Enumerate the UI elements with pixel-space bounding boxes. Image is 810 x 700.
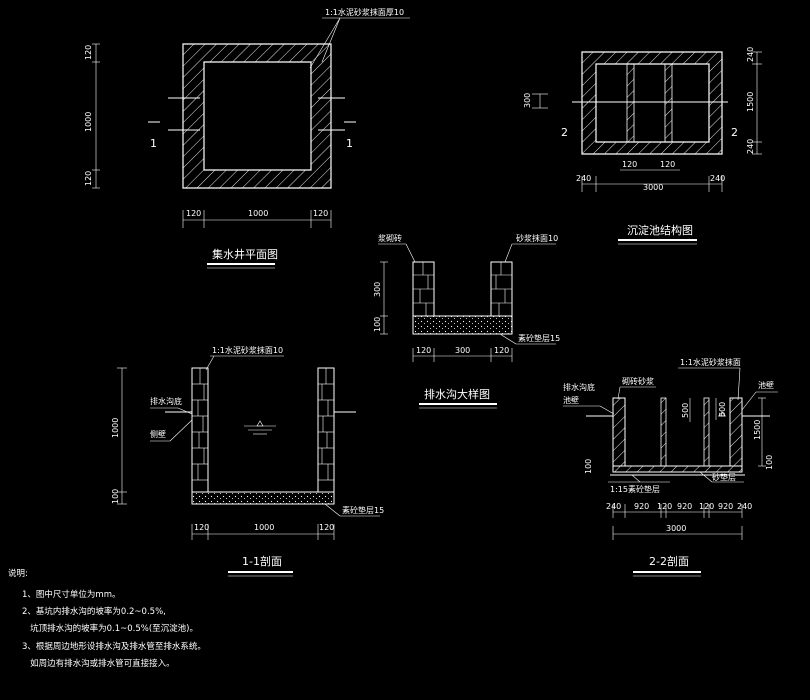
drain-dim-bottom-left: 120 bbox=[416, 346, 431, 355]
drain-detail-title: 排水沟大样图 bbox=[424, 387, 490, 401]
notes-heading: 说明: bbox=[8, 568, 28, 579]
section-2-dim-bottom-3: 120 bbox=[657, 502, 672, 511]
drain-detail-view: 浆砌砖 砂浆抹面10 素砼垫层15 300 100 120 300 120 排水… bbox=[373, 233, 560, 409]
settling-tank-wall bbox=[581, 51, 723, 155]
section-2-label-top-right: 1:1水泥砂浆抹面 bbox=[680, 357, 741, 367]
note-item-2: 2、基坑内排水沟的坡率为0.2~0.5%, bbox=[22, 606, 166, 617]
section-1-dim-left-top: 1000 bbox=[111, 418, 120, 438]
settling-tank-section-mark-right: 2 bbox=[731, 126, 738, 139]
note-item-4: 3、根据周边地形设排水沟及排水管至排水系统。 bbox=[22, 641, 206, 652]
drain-dim-left-bottom: 100 bbox=[373, 317, 382, 332]
section-2-dim-total: 3000 bbox=[666, 524, 686, 533]
section-1-view: 1:1水泥砂浆抹面10 排水沟底 侧壁 素砼垫层15 1000 100 120 … bbox=[111, 345, 384, 577]
section-2-label-bottom-1: 1:15素砼垫层 bbox=[610, 484, 660, 494]
plan-well-view: 1:1水泥砂浆抹面厚10 1 1 120 1000 120 120 1000 1… bbox=[84, 7, 410, 269]
section-2-dim-bottom-2: 920 bbox=[634, 502, 649, 511]
section-1-dim-bottom-mid: 1000 bbox=[254, 523, 274, 532]
drain-label-bottom: 素砼垫层15 bbox=[518, 333, 560, 343]
section-2-dim-bottom-6: 920 bbox=[718, 502, 733, 511]
section-2-dim-right-bottom: 100 bbox=[765, 455, 774, 470]
section-1-dim-bottom-left: 120 bbox=[194, 523, 209, 532]
plan-well-dim-left-top: 120 bbox=[84, 45, 93, 60]
settling-tank-dim-inner-2: 120 bbox=[660, 160, 675, 169]
plan-well-dim-left-bottom: 120 bbox=[84, 171, 93, 186]
section-2-dim-bottom-5: 120 bbox=[699, 502, 714, 511]
settling-tank-dim-right-mid: 1500 bbox=[746, 92, 755, 112]
plan-well-dim-bottom-right: 120 bbox=[313, 209, 328, 218]
plan-well-wall bbox=[182, 43, 332, 189]
settling-tank-dim-outer-mid: 3000 bbox=[643, 183, 663, 192]
note-item-1: 1、图中尺寸单位为mm。 bbox=[22, 589, 120, 600]
plan-well-dim-left-mid: 1000 bbox=[84, 112, 93, 132]
note-item-5: 如周边有排水沟或排水管可直接接入。 bbox=[22, 658, 175, 669]
settling-tank-dim-right-bottom: 240 bbox=[746, 139, 755, 154]
section-2-view: 1:1水泥砂浆抹面 池壁 排水沟底 池壁 砌砖砂浆 500 600 1500 1… bbox=[563, 357, 778, 577]
settling-tank-view: 2 2 300 240 1500 240 120 120 240 3000 24… bbox=[523, 47, 762, 245]
drain-label-left: 浆砌砖 bbox=[378, 233, 402, 243]
section-2-label-right: 池壁 bbox=[758, 380, 774, 390]
section-1-title: 1-1剖面 bbox=[242, 554, 282, 568]
section-2-title: 2-2剖面 bbox=[649, 554, 689, 568]
settling-tank-title: 沉淀池结构图 bbox=[627, 223, 693, 237]
section-2-label-left-1: 排水沟底 bbox=[563, 382, 595, 392]
settling-tank-dim-left: 300 bbox=[523, 93, 532, 108]
settling-tank-dim-outer-right: 240 bbox=[710, 174, 725, 183]
drain-label-right: 砂浆抹面10 bbox=[516, 233, 558, 243]
section-1-label-left-1: 排水沟底 bbox=[150, 396, 182, 406]
section-2-dim-right: 1500 bbox=[753, 420, 762, 440]
section-2-dim-inner: 500 bbox=[681, 403, 690, 418]
section-2-dim-inner-2: 600 bbox=[718, 402, 727, 417]
notes-block: 说明: 1、图中尺寸单位为mm。 2、基坑内排水沟的坡率为0.2~0.5%, 坑… bbox=[8, 568, 206, 669]
settling-tank-dim-right-top: 240 bbox=[746, 47, 755, 62]
section-1-label-bottom: 素砼垫层15 bbox=[342, 505, 384, 515]
settling-tank-dim-inner-1: 120 bbox=[622, 160, 637, 169]
drain-dim-left-top: 300 bbox=[373, 282, 382, 297]
section-1-leader-top: 1:1水泥砂浆抹面10 bbox=[212, 345, 283, 355]
plan-well-title: 集水井平面图 bbox=[212, 247, 278, 261]
section-2-label-left-2: 池壁 bbox=[563, 395, 579, 405]
section-2-label-bottom-2: 砂垫层 bbox=[712, 472, 736, 482]
section-1-label-left-2: 侧壁 bbox=[150, 429, 166, 439]
section-1-dim-bottom-right: 120 bbox=[319, 523, 334, 532]
section-2-dim-left: 100 bbox=[584, 459, 593, 474]
plan-well-leader-label: 1:1水泥砂浆抹面厚10 bbox=[325, 7, 404, 17]
settling-tank-dim-outer-left: 240 bbox=[576, 174, 591, 183]
section-2-dim-bottom-7: 240 bbox=[737, 502, 752, 511]
plan-well-dim-bottom-mid: 1000 bbox=[248, 209, 268, 218]
settling-tank-section-mark-left: 2 bbox=[561, 126, 568, 139]
plan-well-dim-bottom-left: 120 bbox=[186, 209, 201, 218]
drain-dim-bottom-right: 120 bbox=[494, 346, 509, 355]
note-item-3: 坑顶排水沟的坡率为0.1~0.5%(至沉淀池)。 bbox=[22, 623, 198, 634]
plan-well-section-mark-left: 1 bbox=[150, 137, 157, 150]
drain-dim-bottom-mid: 300 bbox=[455, 346, 470, 355]
section-2-dim-bottom-1: 240 bbox=[606, 502, 621, 511]
plan-well-section-mark-right: 1 bbox=[346, 137, 353, 150]
section-2-dim-bottom-4: 920 bbox=[677, 502, 692, 511]
section-1-dim-left-bottom: 100 bbox=[111, 489, 120, 504]
section-2-label-mid: 砌砖砂浆 bbox=[622, 376, 654, 386]
